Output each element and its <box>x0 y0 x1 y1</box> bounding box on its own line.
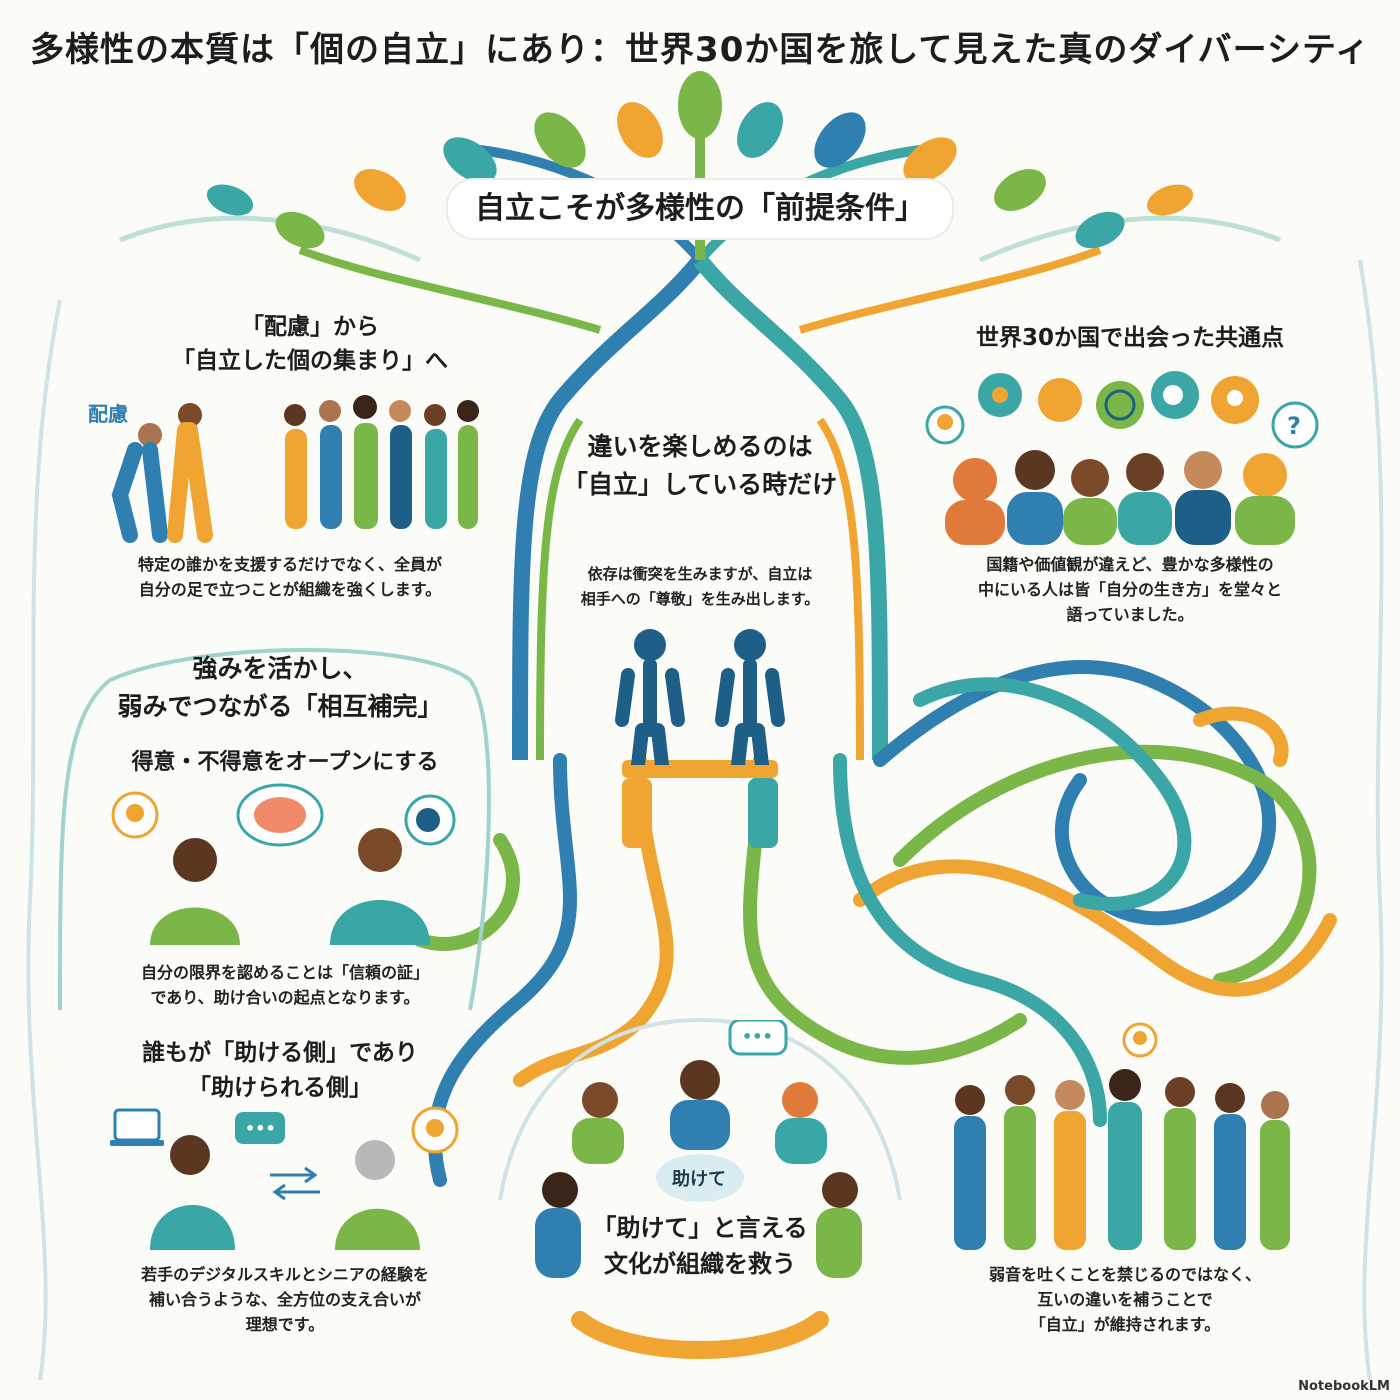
chat-icon: ••• <box>235 1112 285 1144</box>
question-icon: ? <box>1271 401 1319 449</box>
enjoy-text-line1: 依存は衝突を生みますが、自立は <box>587 565 813 583</box>
globe-icon <box>1096 381 1144 429</box>
care-text: 特定の誰かを支援するだけでなく、全員が 自分の足で立つことが組織を強くします。 <box>80 552 500 602</box>
countries-text-line2: 中にいる人は皆「自分の生き方」を堂々と <box>977 580 1282 599</box>
helps-heading-line1: 誰もが「助ける側」であり <box>142 1040 418 1066</box>
people-circle-icon <box>535 1060 862 1359</box>
diverse-people-icon <box>945 450 1295 545</box>
complement-heading-line2: 弱みでつながる「相互補完」 <box>117 692 443 721</box>
page-title: 多様性の本質は「個の自立」にあり：世界30か国を旅して見えた真のダイバーシティ <box>30 30 1370 70</box>
helps-text-line1: 若手のデジタルスキルとシニアの経験を <box>141 1265 429 1284</box>
helps-illustration: ••• <box>110 1106 459 1250</box>
lightbulb-icon <box>111 791 159 839</box>
help-culture-heading-line2: 文化が組織を救う <box>604 1250 796 1278</box>
enjoy-text-line2: 相手への「尊敬」を生み出します。 <box>580 590 820 608</box>
care-heading-line2: 「自立した個の集まり」へ <box>172 348 448 374</box>
complement-text-line2: であり、助け合いの起点となります。 <box>150 988 420 1007</box>
two-people-icon <box>615 629 785 765</box>
countries-heading: 世界30か国で出会った共通点 <box>975 325 1284 351</box>
help-bubble: 助けて <box>656 1154 744 1202</box>
support-text-line2: 互いの違いを補うことで <box>1037 1290 1213 1309</box>
watermark: NotebookLM <box>1298 1379 1390 1394</box>
help-culture-heading: 「助けて」と言える 文化が組織を救う <box>560 1210 840 1282</box>
svg-text:•••: ••• <box>245 1119 276 1138</box>
arrows-icon <box>270 1166 320 1201</box>
helps-heading: 誰もが「助ける側」であり 「助けられる側」 <box>70 1036 490 1106</box>
helps-text-line3: 理想です。 <box>245 1315 325 1334</box>
care-heading: 「配慮」から 「自立した個の集まり」へ <box>60 310 560 378</box>
countries-text-line1: 国籍や価値観が違えど、豊かな多様性の <box>986 555 1274 574</box>
lightbulb-icon <box>1122 1022 1158 1058</box>
care-text-line1: 特定の誰かを支援するだけでなく、全員が <box>137 555 442 574</box>
lightbulb-icon <box>411 1106 459 1154</box>
young-and-senior-icon <box>150 1135 420 1250</box>
conversation-people-icon <box>150 828 430 945</box>
helps-text-line2: 補い合うような、全方位の支え合いが <box>148 1290 421 1309</box>
enjoy-text: 依存は衝突を生みますが、自立は 相手への「尊敬」を生み出します。 <box>545 562 855 612</box>
speech-bubble-icon <box>1038 378 1082 422</box>
leaves <box>206 71 1194 249</box>
helper-person-icon <box>111 403 213 543</box>
people-group-icon <box>954 1069 1290 1250</box>
enjoy-heading-line2: 「自立」している時だけ <box>562 470 838 499</box>
support-text-line1: 弱音を吐くことを禁じるのではなく、 <box>988 1265 1261 1284</box>
complement-heading: 強みを活かし、 弱みでつながる「相互補完」 <box>70 650 490 726</box>
help-circle-illustration: ••• 助けて <box>535 1020 862 1359</box>
celebrating-people-illustration <box>954 1022 1290 1250</box>
care-illustration <box>111 395 479 543</box>
gear-icon <box>978 373 1022 417</box>
brain-icon <box>236 783 324 847</box>
complement-text: 自分の限界を認めることは「信頼の証」 であり、助け合いの起点となります。 <box>85 960 485 1010</box>
countries-text: 国籍や価値観が違えど、豊かな多様性の 中にいる人は皆「自分の生き方」を堂々と 語… <box>920 552 1340 627</box>
chat-icon: ••• <box>728 1020 788 1056</box>
svg-text:?: ? <box>1287 412 1301 440</box>
complement-illustration <box>111 783 456 945</box>
enjoy-heading-line1: 違いを楽しめるのは <box>587 432 813 461</box>
enjoy-heading: 違いを楽しめるのは 「自立」している時だけ <box>545 428 855 504</box>
care-heading-line1: 「配慮」から <box>241 314 379 340</box>
helps-text: 若手のデジタルスキルとシニアの経験を 補い合うような、全方位の支え合いが 理想で… <box>90 1262 480 1337</box>
helps-heading-line2: 「助けられる側」 <box>188 1075 372 1101</box>
svg-text:•••: ••• <box>742 1027 773 1046</box>
support-text-line3: 「自立」が維持されます。 <box>1029 1315 1221 1334</box>
head-icon <box>404 794 456 846</box>
care-label: 配慮 <box>88 402 128 426</box>
lightbulb-icon <box>1211 376 1259 424</box>
top-heading: 自立こそが多様性の「前提条件」 <box>448 180 952 238</box>
laptop-icon <box>110 1108 164 1146</box>
countries-text-line3: 語っていました。 <box>1066 605 1194 624</box>
head-icon <box>1151 371 1199 419</box>
complement-text-line1: 自分の限界を認めることは「信頼の証」 <box>140 963 429 982</box>
help-bubble-text: 助けて <box>672 1168 726 1190</box>
support-text: 弱音を吐くことを禁じるのではなく、 互いの違いを補うことで 「自立」が維持されま… <box>930 1262 1320 1337</box>
group-people-icon <box>284 395 479 529</box>
help-culture-heading-line1: 「助けて」と言える <box>592 1214 808 1242</box>
lightbulb-icon <box>925 405 965 445</box>
complement-heading-line1: 強みを活かし、 <box>192 654 368 683</box>
care-text-line2: 自分の足で立つことが組織を強くします。 <box>138 580 442 599</box>
complement-subheading: 得意・不得意をオープンにする <box>131 750 439 775</box>
countries-illustration: ? <box>925 371 1319 545</box>
